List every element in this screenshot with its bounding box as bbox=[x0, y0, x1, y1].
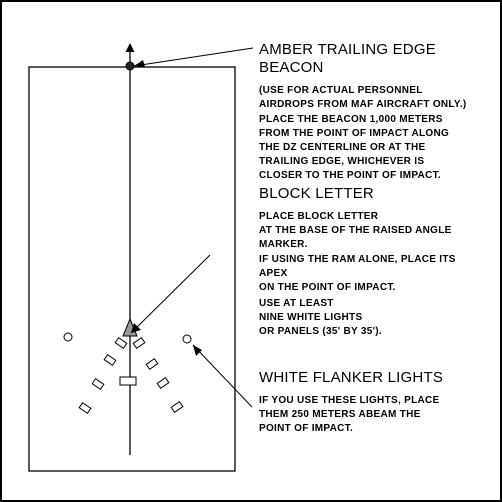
white-light-panel bbox=[103, 353, 117, 367]
white-light-panel bbox=[78, 401, 92, 415]
flanker-leader-arrowhead bbox=[193, 345, 202, 356]
block-letter-leader-line bbox=[130, 254, 211, 334]
beacon-title: AMBER TRAILING EDGE BEACON bbox=[259, 41, 436, 77]
flanker-leader-line bbox=[192, 344, 253, 408]
beacon-note-line: (USE FOR ACTUAL PERSONNEL bbox=[259, 85, 423, 96]
flanker-instruction-line: IF YOU USE THESE LIGHTS, PLACE bbox=[259, 395, 440, 406]
block-letter-line: OR PANELS (35' BY 35'). bbox=[259, 326, 382, 337]
beacon-instruction-line: TRAILING EDGE, WHICHEVER IS bbox=[259, 156, 425, 167]
beacon-note: (USE FOR ACTUAL PERSONNEL AIRDROPS FROM … bbox=[259, 84, 467, 112]
block-letter-line: ON THE POINT OF IMPACT. bbox=[259, 282, 396, 293]
block-letter-line: NINE WHITE LIGHTS bbox=[259, 312, 363, 323]
beacon-title-line: BEACON bbox=[259, 59, 324, 76]
flanker-instruction: IF YOU USE THESE LIGHTS, PLACE THEM 250 … bbox=[259, 394, 440, 436]
white-lights-left-leg bbox=[78, 336, 128, 415]
beacon-leader-arrowhead bbox=[134, 60, 145, 67]
beacon-title-line: AMBER TRAILING EDGE bbox=[259, 41, 436, 58]
block-letter-instruction-1: PLACE BLOCK LETTER AT THE BASE OF THE RA… bbox=[259, 210, 452, 252]
block-letter-line: AT THE BASE OF THE RAISED ANGLE bbox=[259, 225, 452, 236]
direction-arrowhead bbox=[125, 43, 135, 52]
beacon-leader-line bbox=[133, 47, 254, 67]
beacon-instruction-line: CLOSER TO THE POINT OF IMPACT. bbox=[259, 170, 441, 181]
block-letter-instruction-3: USE AT LEAST NINE WHITE LIGHTS OR PANELS… bbox=[259, 297, 382, 339]
flanker-light-right bbox=[182, 334, 192, 344]
block-letter-instruction-2: IF USING THE RAM ALONE, PLACE ITS APEX O… bbox=[259, 253, 456, 295]
white-lights-right-leg bbox=[132, 336, 184, 414]
block-letter-line: PLACE BLOCK LETTER bbox=[259, 211, 379, 222]
beacon-instruction-line: THE DZ CENTERLINE OR AT THE bbox=[259, 142, 426, 153]
white-light-panel bbox=[156, 376, 170, 390]
flanker-instruction-line: THEM 250 METERS ABEAM THE bbox=[259, 409, 421, 420]
block-letter-panel bbox=[119, 376, 137, 386]
white-light-panel bbox=[132, 336, 146, 350]
amber-beacon-marker bbox=[125, 61, 135, 71]
block-letter-title: BLOCK LETTER bbox=[259, 185, 374, 202]
beacon-instruction-line: FROM THE POINT OF IMPACT ALONG bbox=[259, 128, 450, 139]
block-letter-line: USE AT LEAST bbox=[259, 298, 334, 309]
white-light-panel bbox=[145, 357, 159, 371]
white-light-panel bbox=[170, 400, 184, 414]
beacon-instruction-line: PLACE THE BEACON 1,000 METERS bbox=[259, 114, 443, 125]
block-letter-line: MARKER. bbox=[259, 239, 308, 250]
beacon-note-line: AIRDROPS FROM MAF AIRCRAFT ONLY.) bbox=[259, 99, 467, 110]
white-light-panel bbox=[114, 336, 128, 350]
flanker-light-left bbox=[63, 332, 73, 342]
flanker-instruction-line: POINT OF IMPACT. bbox=[259, 423, 354, 434]
block-letter-leader-arrowhead bbox=[131, 323, 141, 333]
block-letter-line: APEX bbox=[259, 268, 288, 279]
beacon-instruction: PLACE THE BEACON 1,000 METERS FROM THE P… bbox=[259, 113, 449, 183]
block-letter-line: IF USING THE RAM ALONE, PLACE ITS bbox=[259, 254, 456, 265]
white-light-panel bbox=[91, 377, 105, 391]
drop-zone-boundary bbox=[28, 66, 236, 472]
flanker-title: WHITE FLANKER LIGHTS bbox=[259, 369, 444, 386]
